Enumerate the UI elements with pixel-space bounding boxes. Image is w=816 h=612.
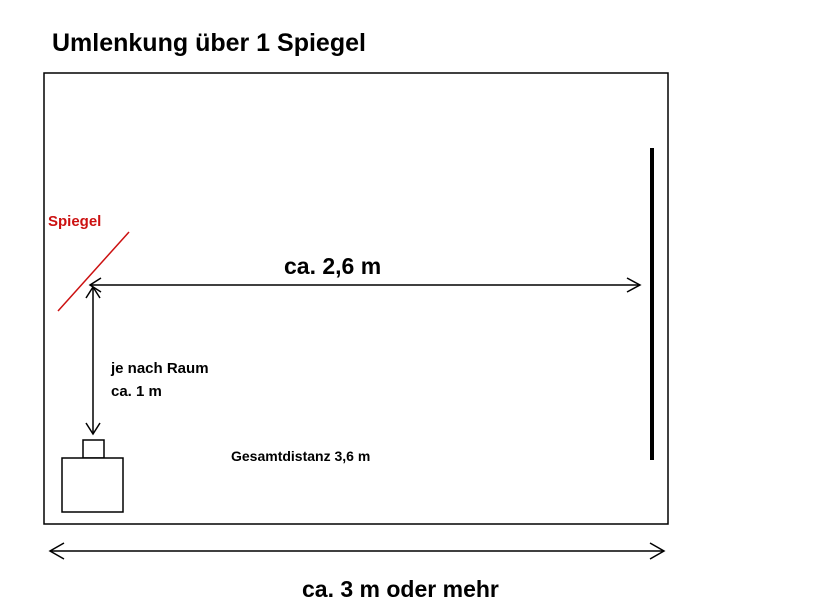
arrow-mirror-to-screen <box>88 277 642 293</box>
room-width-label: ca. 3 m oder mehr <box>302 576 499 602</box>
diagram-title: Umlenkung über 1 Spiegel <box>52 29 366 57</box>
arrow-projector-to-mirror <box>85 285 101 436</box>
mirror-screen-distance-label: ca. 2,6 m <box>284 253 382 279</box>
projector-mirror-distance-label-line2: ca. 1 m <box>111 383 162 400</box>
projector-icon <box>61 439 124 513</box>
projector-mirror-distance-label-line1: je nach Raum <box>111 360 209 377</box>
mirror-label: Spiegel <box>48 213 102 230</box>
mirror-line <box>57 231 130 312</box>
arrow-room-width <box>48 542 666 560</box>
total-distance-label: Gesamtdistanz 3,6 m <box>231 448 371 464</box>
room-outline <box>43 72 669 525</box>
